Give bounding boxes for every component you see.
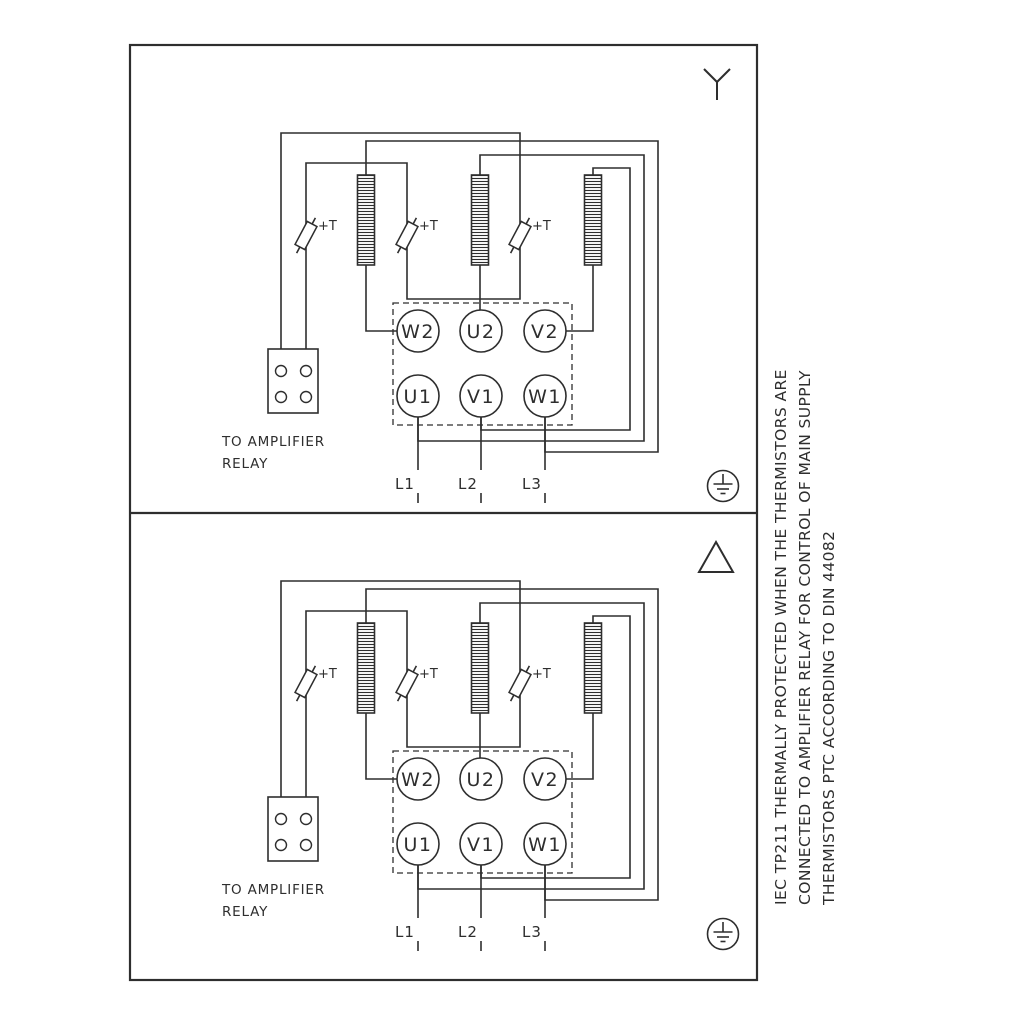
thermistor-label: +T (318, 667, 337, 682)
supply-label-L3: L3 (522, 923, 542, 941)
terminal-W1-label: W1 (528, 834, 562, 856)
delta-connection-panel: +T +T +T W2 U2 V2 U1 V1 W1 TO AMPLIFIER … (221, 580, 740, 951)
wire (406, 693, 521, 748)
terminal-board (392, 302, 573, 426)
delta-connection-icon (697, 539, 735, 573)
terminal-W1-label: W1 (528, 386, 562, 408)
wire (566, 265, 594, 332)
thermistor-label: +T (318, 219, 337, 234)
relay-caption-line2: RELAY (222, 904, 268, 920)
relay-terminal-block (267, 348, 319, 414)
star-connection-icon (703, 68, 731, 100)
star-connection-panel: +T +T +T W2 U2 V2 U1 V1 W1 TO AMPLIFIER … (221, 132, 740, 503)
motor-winding-coil (470, 622, 490, 714)
ptc-thermistor-icon (294, 665, 318, 702)
wire (365, 265, 397, 332)
wire (406, 245, 521, 300)
thermistor-circuit-wires (280, 580, 521, 797)
ptc-thermistor-icon (508, 217, 532, 254)
thermistor-circuit-wires (280, 132, 521, 349)
terminal-V2 (523, 309, 567, 353)
wire (566, 713, 594, 780)
terminal-U2 (459, 757, 503, 801)
terminal-V1-label: V1 (467, 834, 495, 856)
terminal-V1-label: V1 (467, 386, 495, 408)
terminal-U1-label: U1 (404, 386, 433, 408)
earth-ground-icon (706, 469, 740, 503)
motor-winding-coil (470, 174, 490, 266)
side-note-line-3: THERMISTORS PTC ACCORDING TO DIN 44082 (820, 531, 838, 906)
relay-contact (274, 812, 288, 826)
relay-caption-line1: TO AMPLIFIER (221, 434, 325, 450)
terminal-V2 (523, 757, 567, 801)
wire (365, 713, 397, 780)
ptc-thermistor-icon (508, 665, 532, 702)
supply-wires (417, 865, 546, 951)
earth-ground-icon (706, 917, 740, 951)
wire (280, 132, 521, 349)
wire (280, 580, 521, 797)
supply-label-L3: L3 (522, 475, 542, 493)
thermistor-label: +T (532, 219, 551, 234)
supply-label-L1: L1 (395, 923, 415, 941)
relay-contact (299, 838, 313, 852)
supply-label-L2: L2 (458, 475, 478, 493)
thermistor-label: +T (419, 667, 438, 682)
terminal-W1 (523, 374, 567, 418)
relay-caption-line1: TO AMPLIFIER (221, 882, 325, 898)
wire (305, 610, 408, 674)
ptc-thermistor-icon (395, 665, 419, 702)
relay-contact (299, 390, 313, 404)
relay-contact (274, 390, 288, 404)
terminal-W2 (396, 309, 440, 353)
relay-contact (274, 838, 288, 852)
motor-winding-coil (356, 622, 376, 714)
relay-terminal-block (267, 796, 319, 862)
thermistor-label: +T (419, 219, 438, 234)
terminal-U2-label: U2 (467, 769, 496, 791)
terminal-V1 (459, 374, 503, 418)
supply-label-L1: L1 (395, 475, 415, 493)
supply-wires (417, 417, 546, 503)
terminal-U1 (396, 374, 440, 418)
supply-label-L2: L2 (458, 923, 478, 941)
terminal-W1 (523, 822, 567, 866)
side-note: IEC TP211 THERMALLY PROTECTED WHEN THE T… (772, 369, 838, 906)
terminal-V2-label: V2 (531, 769, 559, 791)
ptc-thermistor-icon (395, 217, 419, 254)
terminal-V2-label: V2 (531, 321, 559, 343)
terminal-U1 (396, 822, 440, 866)
motor-winding-coil (356, 174, 376, 266)
thermistor-label: +T (532, 667, 551, 682)
relay-contact (299, 364, 313, 378)
motor-winding-coil (583, 174, 603, 266)
terminal-W2 (396, 757, 440, 801)
relay-contact (299, 812, 313, 826)
terminal-U2-label: U2 (467, 321, 496, 343)
terminal-board (392, 750, 573, 874)
ptc-thermistor-icon (294, 217, 318, 254)
terminal-W2-label: W2 (401, 769, 435, 791)
relay-caption-line2: RELAY (222, 456, 268, 472)
terminal-W2-label: W2 (401, 321, 435, 343)
terminal-V1 (459, 822, 503, 866)
motor-winding-coil (583, 622, 603, 714)
side-note-line-2: CONNECTED TO AMPLIFIER RELAY FOR CONTROL… (796, 370, 814, 905)
wire (305, 162, 408, 226)
relay-contact (274, 364, 288, 378)
terminal-U1-label: U1 (404, 834, 433, 856)
side-note-line-1: IEC TP211 THERMALLY PROTECTED WHEN THE T… (772, 369, 790, 905)
terminal-U2 (459, 309, 503, 353)
